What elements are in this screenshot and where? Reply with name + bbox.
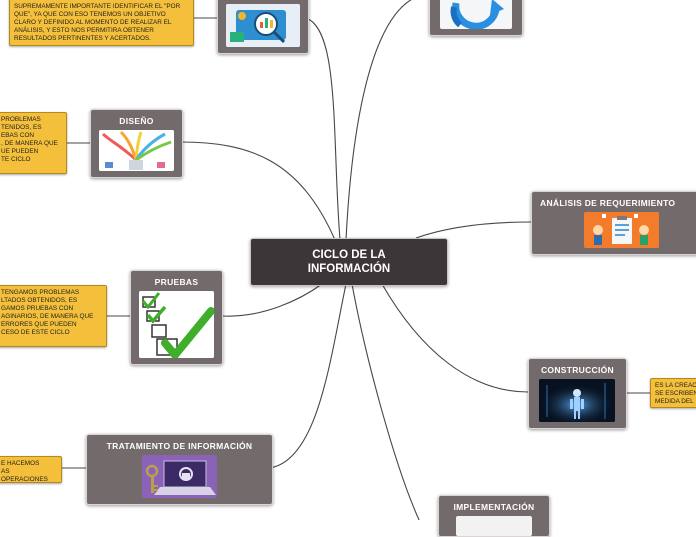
node-diseno[interactable]: DISEÑO [90,109,183,178]
note-diseno: PROBLEMAS TENIDOS, ES EBAS CON , DE MANE… [0,112,67,174]
node-analisis[interactable]: ANÁLISIS DE REQUERIMIENTO [531,191,696,255]
connector-construccion [381,283,529,393]
connector-analisis [415,221,532,239]
node-tratamiento-title: TRATAMIENTO DE INFORMACIÓN [106,441,253,451]
node-construccion-title: CONSTRUCCIÓN [540,365,614,375]
note-pruebas: TENGAMOS PROBLEMAS LTADOS OBTENIDOS, ES … [0,285,107,347]
node-analisis-title: ANÁLISIS DE REQUERIMIENTO [540,198,676,208]
node-implementacion-title: IMPLEMENTACIÓN [453,502,535,512]
node-analysis-top[interactable] [217,0,309,54]
central-topic[interactable]: CICLO DE LA INFORMACIÓN [250,238,448,286]
laptop-key-lock-illustration [142,455,217,498]
node-pruebas[interactable]: PRUEBAS [130,270,223,365]
implementation-illustration [456,516,532,536]
connector-lines [62,0,650,520]
node-top-right[interactable] [429,0,523,36]
node-implementacion[interactable]: IMPLEMENTACIÓN [438,495,550,537]
checklist-icon [139,291,214,358]
node-tratamiento[interactable]: TRATAMIENTO DE INFORMACIÓN [86,434,273,505]
connector-pruebas [221,283,323,317]
blue-refresh-arrows-icon [440,0,512,29]
paint-splash-illustration [99,130,174,171]
node-construccion[interactable]: CONSTRUCCIÓN [528,358,627,429]
digital-figure-illustration [539,379,615,422]
note-tratamiento: E HACEMOS AS OPERACIONES S [0,456,62,483]
connector-top-left [305,17,341,241]
connector-top-right [345,0,412,241]
connector-implementacion [351,283,420,520]
connector-diseno [179,141,336,241]
magnifier-analytics-illustration [226,4,300,47]
note-top-left: SUPREMAMENTE IMPORTANTE IDENTIFICAR EL "… [9,0,194,46]
node-diseno-title: DISEÑO [119,116,154,126]
requirements-clipboard-illustration [584,212,659,248]
note-construccion: ES LA CREAC SE ESCRIBEN MEDIDA DEL [650,378,696,408]
connector-tratamiento [269,283,347,469]
node-pruebas-title: PRUEBAS [154,277,199,287]
